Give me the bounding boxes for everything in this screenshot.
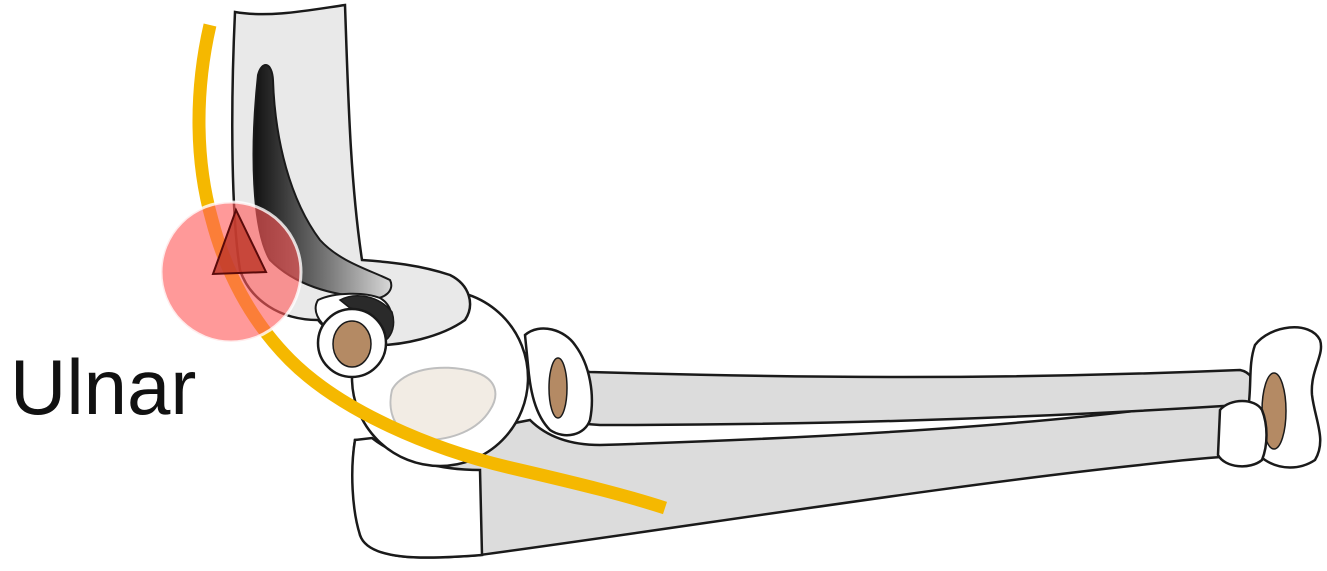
capitulum-cartilage xyxy=(333,321,371,367)
radius-head-cartilage xyxy=(549,358,567,418)
ulna-distal xyxy=(1218,401,1267,466)
nerve-label: Ulnar xyxy=(10,348,196,426)
